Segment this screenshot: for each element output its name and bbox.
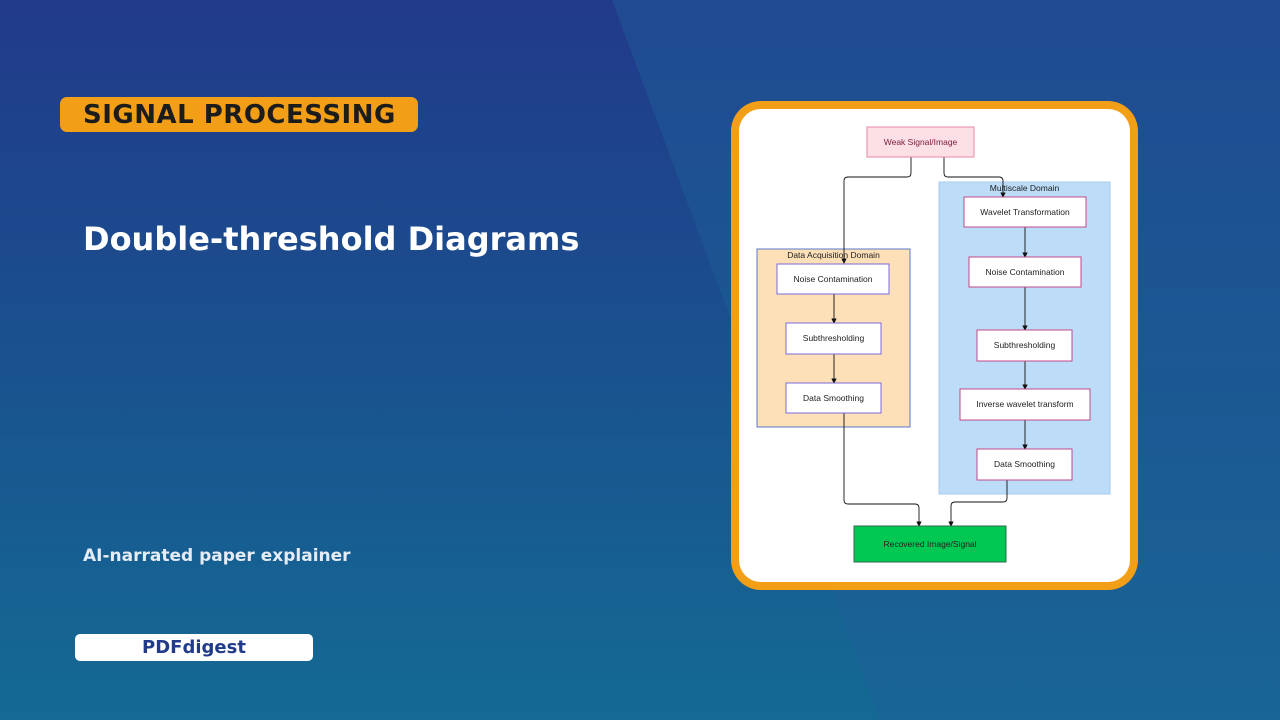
connectors	[831, 157, 1028, 527]
acq-node-subthreshold	[785, 322, 882, 355]
brand-logo: PDFdigest	[75, 634, 313, 661]
category-label: SIGNAL PROCESSING	[83, 99, 396, 130]
acq-node-smoothing	[785, 382, 882, 414]
acq-node-noise-label: Noise Contamination	[794, 274, 873, 284]
ms-node-inverse-label: Inverse wavelet transform	[976, 399, 1073, 409]
ms-node-subthreshold	[976, 329, 1073, 362]
ms-node-noise-label: Noise Contamination	[986, 267, 1065, 277]
acquisition-domain-label: Data Acquisition Domain	[787, 250, 880, 260]
acq-node-noise	[776, 263, 890, 295]
start-node-label: Weak Signal/Image	[884, 137, 958, 147]
acq-node-smoothing-label: Data Smoothing	[803, 393, 864, 403]
ms-node-inverse	[959, 388, 1091, 421]
brand-label: PDFdigest	[142, 637, 246, 658]
edge-ms-to-end	[948, 480, 1008, 527]
category-badge: SIGNAL PROCESSING	[60, 97, 418, 132]
edge-start-to-multiscale	[943, 157, 1006, 198]
diagram-card: Multiscale Domain Data Acquisition Domai…	[739, 109, 1130, 582]
ms-node-wavelet-label: Wavelet Transformation	[980, 207, 1070, 217]
page-subtitle: AI-narrated paper explainer	[83, 546, 351, 566]
end-node-label: Recovered Image/Signal	[883, 539, 976, 549]
start-node	[866, 126, 975, 158]
ms-node-wavelet	[963, 196, 1087, 228]
multiscale-domain-label: Multiscale Domain	[990, 183, 1060, 193]
acq-node-subthreshold-label: Subthresholding	[803, 333, 865, 343]
flowchart: Multiscale Domain Data Acquisition Domai…	[756, 126, 1111, 563]
ms-node-subthreshold-label: Subthresholding	[994, 340, 1056, 350]
edge-acq-to-end	[843, 413, 922, 527]
ms-node-smoothing-label: Data Smoothing	[994, 459, 1055, 469]
ms-node-noise	[968, 256, 1082, 288]
page-title: Double-threshold Diagrams	[83, 220, 580, 258]
edge-start-to-acquisition	[841, 157, 912, 264]
ms-node-smoothing	[976, 448, 1073, 481]
end-node	[853, 525, 1007, 563]
